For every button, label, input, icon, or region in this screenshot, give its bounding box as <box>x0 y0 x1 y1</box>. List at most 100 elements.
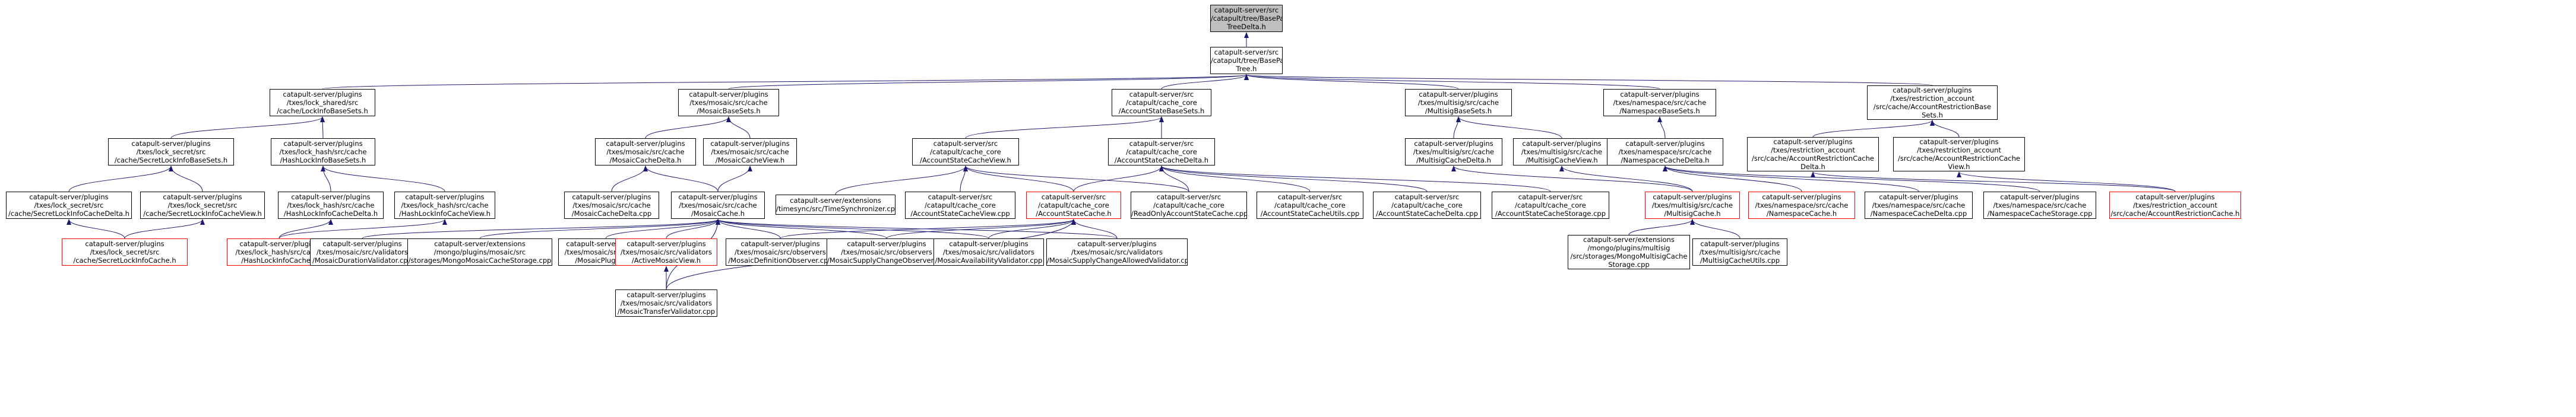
node-mosaic-cache-delta-h[interactable]: catapult-server/plugins/txes/mosaic/src/… <box>595 138 696 165</box>
edge-3 <box>1161 74 1249 90</box>
node-account-state-cache-view-cpp[interactable]: catapult-server/src/catapult/cache_core/… <box>905 192 1015 219</box>
edge-23 <box>643 165 719 192</box>
node-mosaic-cache-delta-cpp[interactable]: catapult-server/plugins/txes/mosaic/src/… <box>564 192 659 219</box>
edge-38 <box>1663 165 2040 192</box>
edge-16 <box>1812 120 1935 138</box>
node-mosaic-cache-view-h[interactable]: catapult-server/plugins/txes/mosaic/src/… <box>703 138 797 165</box>
edge-51 <box>716 219 989 239</box>
node-readonly-account-state-cache-cpp[interactable]: catapult-server/src/catapult/cache_core/… <box>1131 192 1247 219</box>
node-multisig-base-sets[interactable]: catapult-server/plugins/txes/multisig/sr… <box>1405 89 1512 116</box>
edge-9 <box>645 116 731 139</box>
edge-15 <box>1657 116 1666 139</box>
node-namespace-cache-delta-cpp[interactable]: catapult-server/plugins/txes/namespace/s… <box>1865 192 1973 219</box>
node-base-patricia-tree-delta[interactable]: catapult-server/src/catapult/tree/BasePa… <box>1210 5 1283 32</box>
node-namespace-cache-h[interactable]: catapult-server/plugins/txes/namespace/s… <box>1748 192 1855 219</box>
edge-22 <box>611 165 648 192</box>
edge-13 <box>1453 116 1461 139</box>
node-mosaic-definition-observer-cpp[interactable]: catapult-server/plugins/txes/mosaic/src/… <box>726 238 835 266</box>
edge-7 <box>170 116 325 139</box>
edge-26 <box>960 165 968 192</box>
edge-61 <box>1690 219 1740 239</box>
node-namespace-cache-storage-cpp[interactable]: catapult-server/plugins/txes/namespace/s… <box>1983 192 2096 219</box>
edge-43 <box>279 219 333 239</box>
edge-27 <box>963 165 1074 192</box>
edge-2 <box>728 74 1249 90</box>
edge-21 <box>321 165 445 192</box>
edge-42 <box>124 219 205 239</box>
edge-19 <box>169 165 203 192</box>
node-mosaic-supply-change-allowed-validator-cpp[interactable]: catapult-server/plugins/txes/mosaic/src/… <box>1046 238 1188 266</box>
edge-24 <box>717 165 752 192</box>
edge-4 <box>1244 74 1459 90</box>
edge-33 <box>1159 165 1551 192</box>
node-base-patricia-tree[interactable]: catapult-server/src/catapult/tree/BasePa… <box>1210 47 1283 74</box>
edge-47 <box>605 219 720 239</box>
node-multisig-cache-utils-cpp[interactable]: catapult-server/plugins/txes/multisig/sr… <box>1692 238 1787 266</box>
node-mosaic-supply-change-observer-cpp[interactable]: catapult-server/plugins/txes/mosaic/src/… <box>827 238 947 266</box>
node-secret-lock-base-sets[interactable]: catapult-server/plugins/txes/lock_secret… <box>108 138 234 165</box>
node-account-restriction-cache-delta-h[interactable]: catapult-server/plugins/txes/restriction… <box>1747 137 1879 171</box>
edge-45 <box>362 219 720 239</box>
node-hash-lock-base-sets[interactable]: catapult-server/plugins/txes/lock_hash/s… <box>271 138 375 165</box>
edge-37 <box>1663 165 1919 192</box>
edge-17 <box>1930 120 1960 138</box>
node-account-state-cache-utils-cpp[interactable]: catapult-server/src/catapult/cache_core/… <box>1257 192 1363 219</box>
edge-35 <box>1559 165 1693 192</box>
edge-1 <box>322 74 1248 90</box>
edge-50 <box>716 219 887 239</box>
edge-56 <box>988 219 1076 239</box>
node-hash-lock-cache-view-h[interactable]: catapult-server/plugins/txes/lock_hash/s… <box>394 192 495 219</box>
edge-36 <box>1663 165 1802 192</box>
edge-25 <box>835 165 968 195</box>
node-mosaic-cache-h[interactable]: catapult-server/plugins/txes/mosaic/src/… <box>671 192 765 219</box>
node-mosaic-transfer-validator-cpp[interactable]: catapult-server/plugins/txes/mosaic/src/… <box>615 289 717 317</box>
node-account-restriction-cache-view-h[interactable]: catapult-server/plugins/txes/restriction… <box>1893 137 2025 171</box>
node-secret-lock-cache-view-h[interactable]: catapult-server/plugins/txes/lock_secret… <box>140 192 265 219</box>
node-account-state-cache-storage-cpp[interactable]: catapult-server/src/catapult/cache_core/… <box>1492 192 1609 219</box>
edge-52 <box>716 219 1118 239</box>
node-multisig-cache-view-h[interactable]: catapult-server/plugins/txes/multisig/sr… <box>1513 138 1610 165</box>
node-time-synchronizer-cpp[interactable]: catapult-server/extensions/timesync/src/… <box>776 195 895 215</box>
node-account-state-cache-delta-cpp[interactable]: catapult-server/src/catapult/cache_core/… <box>1373 192 1481 219</box>
node-mosaic-duration-validator-cpp[interactable]: catapult-server/plugins/txes/mosaic/src/… <box>310 238 414 266</box>
edge-55 <box>886 219 1076 239</box>
node-multisig-cache-delta-h[interactable]: catapult-server/plugins/txes/multisig/sr… <box>1405 138 1502 165</box>
edge-11 <box>965 116 1164 139</box>
edge-44 <box>279 219 447 239</box>
node-namespace-base-sets[interactable]: catapult-server/plugins/txes/namespace/s… <box>1603 89 1716 116</box>
edge-32 <box>1159 165 1428 192</box>
edge-60 <box>1628 219 1695 235</box>
node-namespace-cache-delta-h[interactable]: catapult-server/plugins/txes/namespace/s… <box>1607 138 1723 165</box>
node-secret-lock-info-cache-h[interactable]: catapult-server/plugins/txes/lock_secret… <box>62 238 188 266</box>
edge-54 <box>780 219 1076 239</box>
edge-40 <box>1957 171 2176 192</box>
node-account-state-cache-h[interactable]: catapult-server/src/catapult/cache_core/… <box>1026 192 1121 219</box>
edge-10 <box>726 116 751 139</box>
edge-29 <box>1073 165 1164 192</box>
edge-39 <box>1811 171 2176 192</box>
edge-46 <box>479 219 720 239</box>
node-hash-lock-cache-delta-h[interactable]: catapult-server/plugins/txes/lock_hash/s… <box>278 192 384 219</box>
node-account-restriction-base-sets[interactable]: catapult-server/plugins/txes/restriction… <box>1867 85 1998 120</box>
node-secret-lock-cache-delta-h[interactable]: catapult-server/plugins/txes/lock_secret… <box>6 192 132 219</box>
node-mosaic-base-sets[interactable]: catapult-server/plugins/txes/mosaic/src/… <box>678 89 779 116</box>
edge-34 <box>1451 165 1693 192</box>
node-mosaic-availability-validator-cpp[interactable]: catapult-server/plugins/txes/mosaic/src/… <box>933 238 1044 266</box>
node-active-mosaic-view-h[interactable]: catapult-server/plugins/txes/mosaic/src/… <box>615 238 717 266</box>
node-mongo-mosaic-cache-storage-cpp[interactable]: catapult-server/extensions/mongo/plugins… <box>407 238 552 266</box>
node-account-restriction-cache-h[interactable]: catapult-server/plugins/txes/restriction… <box>2109 192 2241 219</box>
node-account-state-cache-delta-h[interactable]: catapult-server/src/catapult/cache_core/… <box>1108 138 1215 165</box>
edge-6 <box>1245 74 1933 86</box>
edge-57 <box>1071 219 1118 239</box>
node-lockinfo-base-sets[interactable]: catapult-server/plugins/txes/lock_shared… <box>270 89 375 116</box>
edge-41 <box>67 219 125 239</box>
node-account-state-base-sets[interactable]: catapult-server/src/catapult/cache_core/… <box>1112 89 1211 116</box>
edge-28 <box>963 165 1189 192</box>
edge-18 <box>68 165 173 192</box>
node-mongo-multisig-cache-storage-cpp[interactable]: catapult-server/extensions/mongo/plugins… <box>1568 235 1690 269</box>
node-account-state-cache-view-h[interactable]: catapult-server/src/catapult/cache_core/… <box>912 138 1019 165</box>
edge-8 <box>320 116 325 139</box>
node-multisig-cache-h[interactable]: catapult-server/plugins/txes/multisig/sr… <box>1645 192 1740 219</box>
edge-14 <box>1456 116 1562 139</box>
